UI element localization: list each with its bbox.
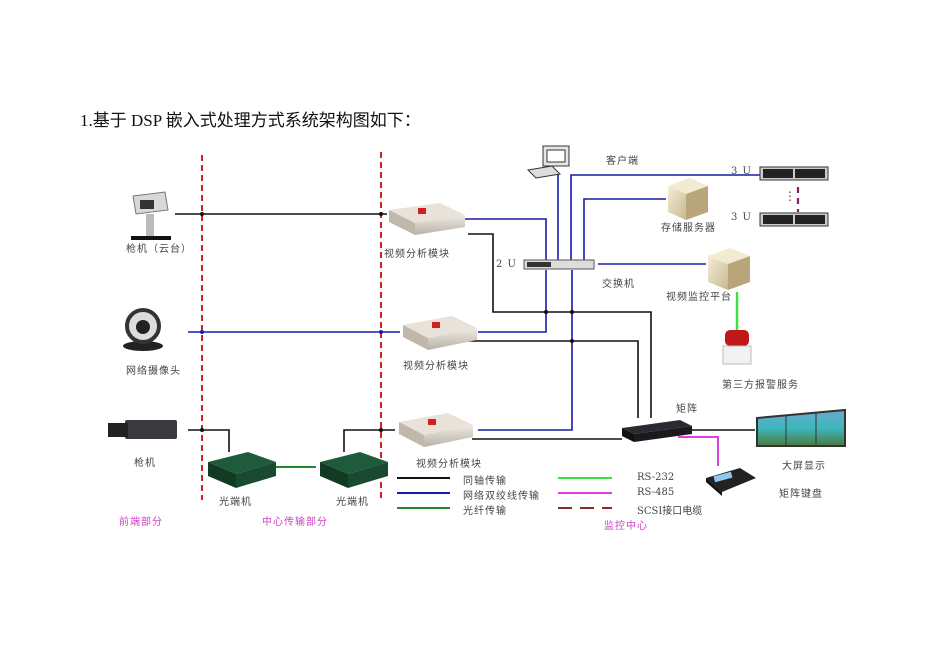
- legend-label-fiber: 光纤传输: [463, 506, 507, 517]
- analysis-module-1-icon: [389, 203, 465, 235]
- link-module2-to-matrix: [466, 340, 639, 418]
- storage-unit-top-icon: [759, 166, 829, 181]
- optical-transmitter-2-icon: [320, 452, 388, 488]
- label-client: 客户端: [606, 156, 639, 167]
- link-switch-to-storage-units: [570, 174, 760, 260]
- analysis-module-2-icon: [403, 316, 477, 350]
- link-optical2-to-module3: [343, 429, 395, 452]
- label-storage-server: 存储服务器: [661, 223, 716, 234]
- storage-server-icon: [668, 178, 708, 220]
- storage-unit-bottom-icon: [759, 212, 829, 227]
- link-matrix-to-keyboard: [678, 436, 719, 466]
- legend-label-network: 网络双绞线传输: [463, 491, 540, 502]
- label-bullet-camera: 枪机: [134, 458, 156, 469]
- label-switch: 交换机: [602, 279, 635, 290]
- legend-label-rs232: RS-232: [637, 472, 675, 483]
- label-monitor-platform: 视频监控平台: [666, 292, 732, 303]
- label-optical-transmitter-2: 光端机: [336, 497, 369, 508]
- label-switch-units: 2 U: [496, 259, 517, 270]
- analysis-module-3-icon: [399, 413, 473, 447]
- label-analysis-module-1: 视频分析模块: [384, 249, 450, 260]
- webcam-icon: [123, 308, 163, 351]
- label-analysis-module-2: 视频分析模块: [403, 361, 469, 372]
- label-matrix: 矩阵: [676, 404, 698, 415]
- link-bullet-to-optical1: [188, 429, 230, 452]
- label-ptz-camera: 枪机（云台）: [126, 244, 192, 255]
- link-switch-to-module2: [478, 270, 547, 333]
- legend-label-coax: 同轴传输: [463, 476, 507, 487]
- page-title: 1.基于 DSP 嵌入式处理方式系统架构图如下：: [80, 111, 421, 130]
- label-analysis-module-3: 视频分析模块: [416, 459, 482, 470]
- optical-transmitter-1-icon: [208, 452, 276, 488]
- client-pc-icon: [526, 145, 570, 179]
- label-storage-unit-top: 3 U: [731, 166, 752, 177]
- zone-label-center-transmission: 中心传输部分: [262, 517, 328, 528]
- label-alarm-service: 第三方报警服务: [722, 380, 799, 391]
- label-video-wall: 大屏显示: [782, 461, 826, 472]
- label-network-camera: 网络摄像头: [126, 366, 181, 377]
- label-matrix-keyboard: 矩阵键盘: [779, 489, 823, 500]
- storage-ellipsis: ⋮: [784, 189, 797, 203]
- link-switch-to-storage-server: [583, 198, 666, 260]
- matrix-keyboard-icon: [706, 468, 756, 496]
- link-switch-to-module3: [478, 270, 573, 431]
- bullet-camera-icon: [108, 420, 177, 439]
- zone-label-monitoring-center: 监控中心: [604, 521, 648, 532]
- ptz-camera-icon: [131, 191, 171, 240]
- monitor-platform-server-icon: [708, 248, 750, 290]
- matrix-device-icon: [622, 420, 692, 442]
- legend-label-scsi: SCSI接口电缆: [637, 506, 703, 517]
- label-optical-transmitter-1: 光端机: [219, 497, 252, 508]
- link-module1-to-switch: [465, 218, 547, 262]
- label-storage-unit-bottom: 3 U: [731, 212, 752, 223]
- alarm-beacon-icon: [722, 330, 752, 365]
- zone-label-front-end: 前端部分: [119, 517, 163, 528]
- legend-label-rs485: RS-485: [637, 487, 675, 498]
- video-wall-icon: [756, 408, 846, 447]
- link-module1-to-matrix: [468, 233, 652, 418]
- network-switch-icon: [523, 259, 595, 270]
